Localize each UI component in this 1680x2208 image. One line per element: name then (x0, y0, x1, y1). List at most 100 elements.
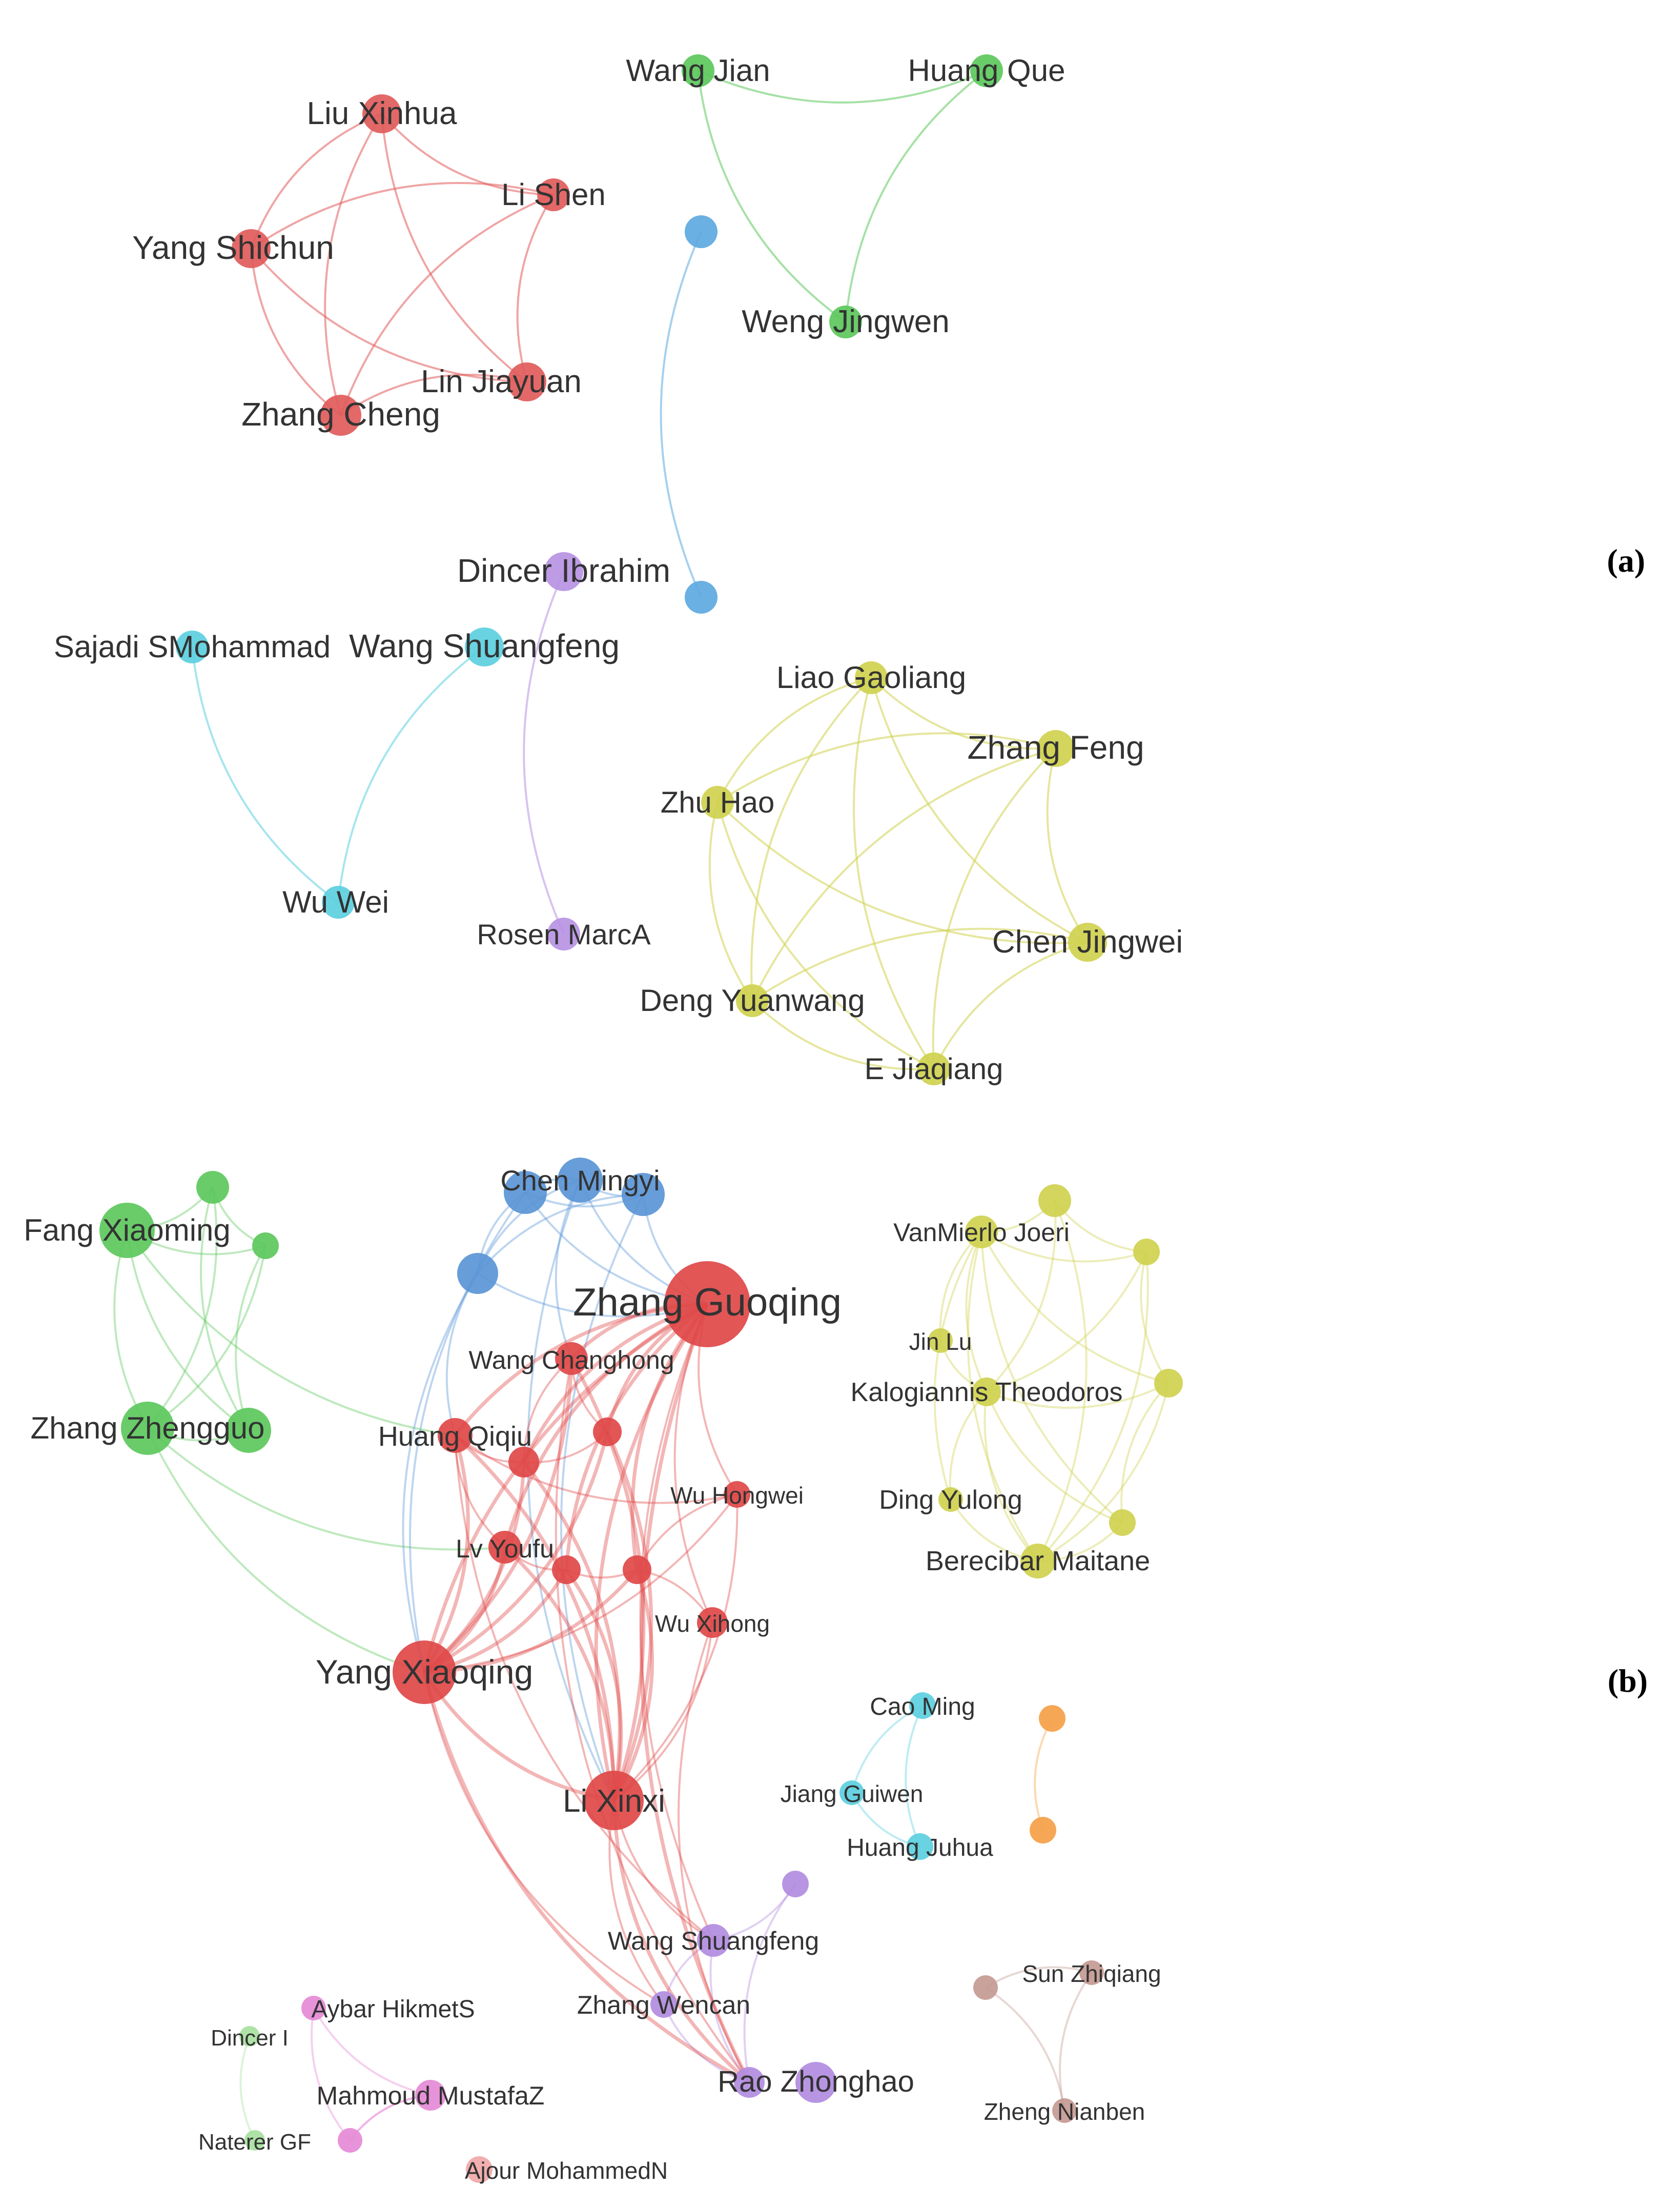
node-label-b-am: Ajour MohammedN (465, 2157, 668, 2184)
node-a-ww[interactable] (322, 886, 355, 919)
node-b-pk1[interactable] (338, 2128, 362, 2153)
edge-b_zg-b_wx (673, 1304, 713, 1623)
edge-b_lx-b_ly (503, 1546, 616, 1801)
edge-a_b1-a_b2 (660, 231, 702, 598)
node-b-vj[interactable] (965, 1216, 998, 1248)
node-label-b-zw: Zhang Wencan (577, 1991, 750, 2019)
edge-a_zf-a_ej (932, 747, 1057, 1069)
node-a-hq[interactable] (970, 54, 1003, 87)
edge-b_cmg-b_hj (905, 1705, 924, 1847)
node-label-b-ng: Naterer GF (198, 2130, 311, 2155)
node-a-cj[interactable] (1068, 923, 1107, 962)
node-a-ys[interactable] (232, 229, 271, 268)
node-label-a-ww: Wu Wei (282, 885, 389, 919)
node-b-br1[interactable] (973, 1975, 998, 2000)
edge-b_yx-b_zw (423, 1672, 665, 2006)
node-b-o2[interactable] (1030, 1817, 1056, 1844)
edge-b_zn-b_br1 (985, 1987, 1066, 2111)
node-a-di[interactable] (544, 552, 583, 591)
node-a-lx[interactable] (362, 94, 401, 133)
node-b-yx[interactable] (393, 1640, 456, 1704)
node-b-y2[interactable] (1133, 1239, 1160, 1265)
edge-b_g2-b_g3 (235, 1245, 267, 1431)
node-b-wc[interactable] (555, 1342, 588, 1375)
node-b-cmg[interactable] (909, 1692, 936, 1719)
node-b-wh[interactable] (724, 1481, 750, 1508)
node-b-fx[interactable] (99, 1203, 155, 1258)
node-a-b2[interactable] (685, 581, 718, 614)
node-b-rz2[interactable] (795, 2062, 836, 2103)
node-b-g2[interactable] (252, 1232, 279, 1259)
node-b-p1[interactable] (782, 1871, 809, 1897)
node-b-rz[interactable] (734, 2067, 765, 2098)
edge-b_vj-b_dy (933, 1231, 982, 1500)
node-b-zz[interactable] (121, 1402, 174, 1455)
node-a-wjw[interactable] (829, 306, 862, 338)
node-b-hq[interactable] (438, 1418, 473, 1453)
edge-b_zg-b_rz (640, 1303, 751, 2083)
node-b-r1[interactable] (508, 1447, 539, 1477)
node-b-o1[interactable] (1039, 1705, 1066, 1732)
node-b-hj[interactable] (907, 1833, 933, 1860)
node-b-jl[interactable] (928, 1328, 953, 1353)
node-b-bl2[interactable] (622, 1173, 665, 1216)
node-b-lx[interactable] (584, 1771, 644, 1830)
node-b-wx[interactable] (697, 1607, 728, 1638)
edge-a_wsf-a_ww (337, 646, 485, 903)
node-a-lj[interactable] (507, 362, 546, 401)
edge-b_kt-b_y2 (986, 1251, 1148, 1393)
node-b-bm[interactable] (1020, 1544, 1055, 1578)
node-a-rm[interactable] (547, 918, 580, 950)
edge-a_lg-a_cj (870, 677, 1088, 943)
edge-a_wj-a_wjw (697, 70, 847, 323)
node-label-a-ys: Yang Shichun (132, 229, 334, 266)
node-b-g3[interactable] (226, 1408, 271, 1453)
node-b-zw[interactable] (650, 1991, 677, 2018)
node-a-lg[interactable] (855, 661, 888, 694)
edge-a_lx-a_zc (324, 113, 383, 416)
node-b-y3[interactable] (1154, 1369, 1183, 1397)
node-b-di[interactable] (239, 2026, 260, 2047)
node-b-bl3[interactable] (457, 1253, 498, 1294)
node-b-sz[interactable] (1079, 1960, 1104, 1985)
node-layer (99, 54, 1183, 2183)
edge-b_cm-b_wc (555, 1180, 581, 1359)
node-b-y4[interactable] (1109, 1509, 1136, 1536)
node-a-zh[interactable] (701, 786, 734, 819)
node-a-wsf[interactable] (465, 627, 504, 666)
node-b-y1[interactable] (1038, 1184, 1071, 1217)
edge-b_zg-b_wsf (639, 1304, 714, 1941)
node-b-r4[interactable] (623, 1555, 651, 1584)
node-b-zn[interactable] (1052, 2098, 1077, 2123)
edge-b_sz-b_br1 (985, 1966, 1092, 1989)
edge-b_yx-b_wh (424, 1493, 738, 1673)
node-label-b-jl: Jin Lu (909, 1328, 972, 1355)
node-a-dy[interactable] (736, 984, 769, 1017)
node-b-jg[interactable] (839, 1780, 864, 1805)
node-b-ly[interactable] (488, 1531, 521, 1564)
node-a-b1[interactable] (685, 215, 718, 248)
node-b-wsf[interactable] (697, 1924, 730, 1957)
edge-b_lx-b_r2 (605, 1431, 653, 1801)
node-b-bl1[interactable] (504, 1171, 547, 1214)
node-a-ej[interactable] (917, 1052, 950, 1085)
node-b-mm[interactable] (415, 2080, 446, 2111)
node-b-zg[interactable] (664, 1261, 750, 1347)
node-b-cm[interactable] (558, 1158, 603, 1203)
node-b-kt[interactable] (972, 1378, 1001, 1406)
node-b-ng[interactable] (244, 2130, 265, 2151)
node-b-g1[interactable] (196, 1171, 229, 1204)
node-a-wj[interactable] (682, 54, 714, 87)
node-b-r2[interactable] (593, 1417, 622, 1446)
node-a-zc[interactable] (320, 395, 361, 436)
node-b-r3[interactable] (552, 1555, 581, 1584)
edge-b_kt-b_y1 (986, 1200, 1057, 1393)
node-a-ss[interactable] (176, 631, 209, 663)
edge-a_lg-a_dy (750, 677, 872, 1001)
node-b-am[interactable] (466, 2156, 493, 2183)
node-a-zf[interactable] (1037, 730, 1074, 767)
edge-b_vj-b_y4 (980, 1231, 1123, 1524)
node-b-ah[interactable] (301, 1996, 326, 2020)
node-a-ls[interactable] (537, 178, 570, 211)
node-b-dy[interactable] (938, 1487, 963, 1512)
